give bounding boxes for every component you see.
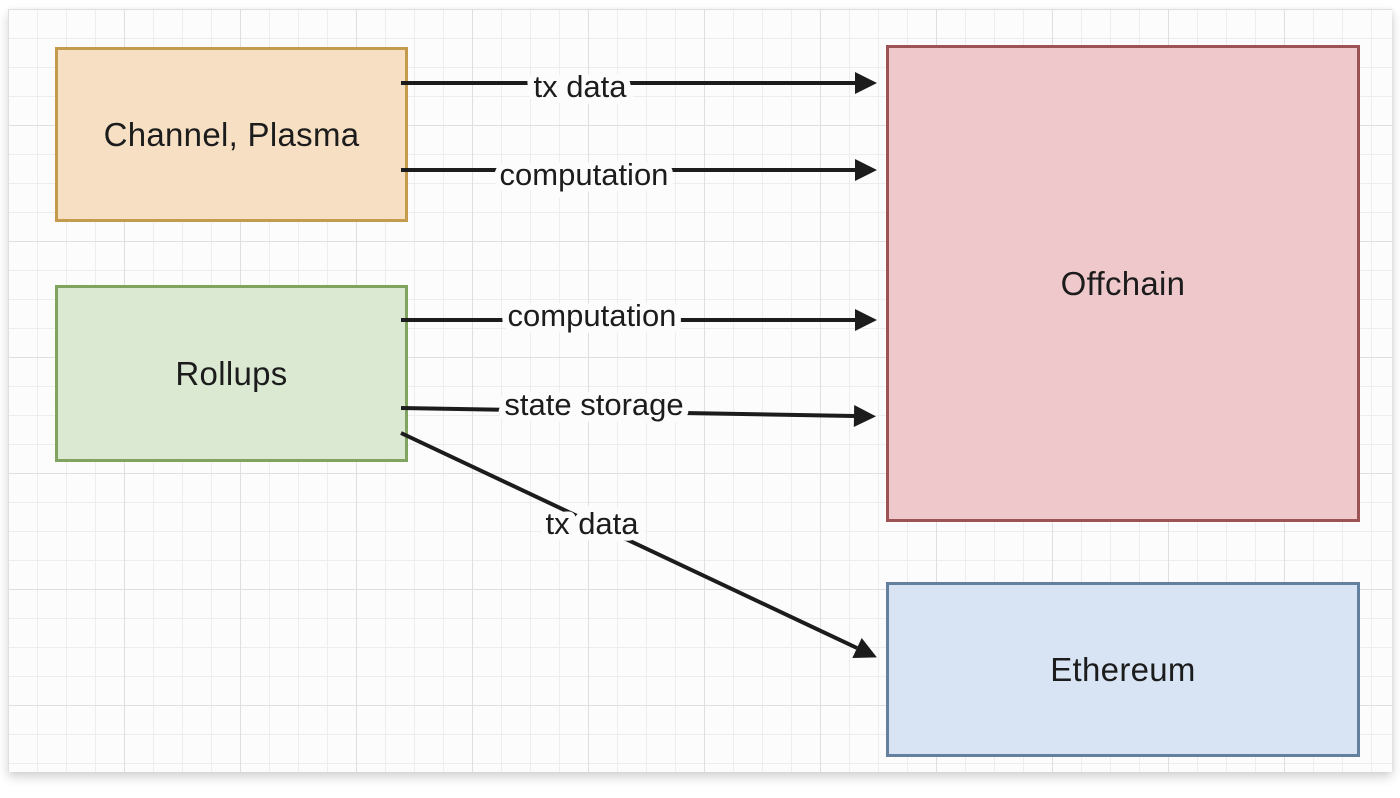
node-offchain: Offchain (886, 45, 1360, 522)
node-offchain-label: Offchain (1060, 264, 1186, 302)
node-channel-plasma-label: Channel, Plasma (103, 115, 360, 153)
node-rollups: Rollups (55, 285, 408, 462)
node-ethereum-label: Ethereum (1050, 650, 1196, 688)
node-ethereum: Ethereum (886, 582, 1360, 757)
node-rollups-label: Rollups (175, 354, 288, 392)
node-channel-plasma: Channel, Plasma (55, 47, 408, 222)
diagram-canvas: Channel, Plasma Rollups Offchain Ethereu… (8, 9, 1392, 772)
